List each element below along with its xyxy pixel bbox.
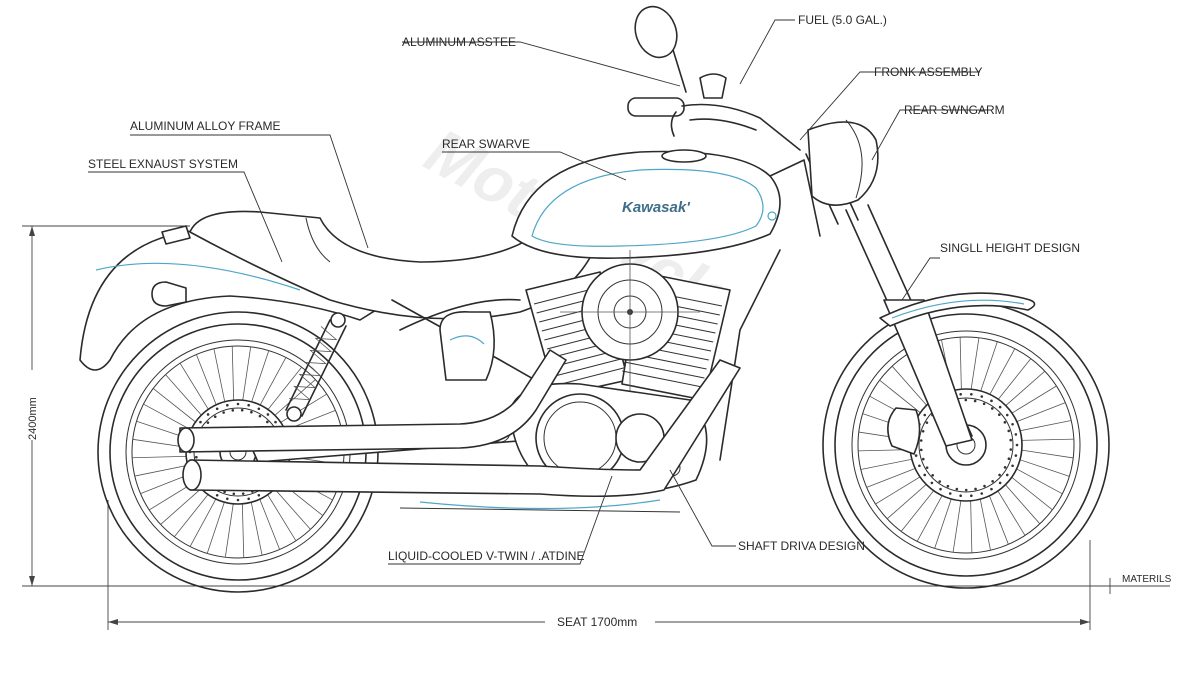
- rear-shock: [285, 312, 347, 422]
- label-rear-swngarm: REAR SWNGARM: [904, 103, 1005, 117]
- exhaust-system: [177, 349, 741, 513]
- label-aluminum-asstee: ALUMINUM ASSTEE: [402, 35, 516, 49]
- callout-leaders: [88, 19, 990, 565]
- label-shaft-drive: SHAFT DRIVA DESIGN: [738, 539, 865, 553]
- front-fork: [805, 149, 973, 447]
- seat-dimension: SEAT 1700mm: [107, 500, 1091, 630]
- height-dimension-label: 2400mm: [27, 397, 39, 440]
- headlight: [807, 119, 879, 206]
- handlebar: [627, 5, 801, 151]
- label-engine: LIQUID-COOLED V-TWIN / .ATDINE: [388, 549, 584, 563]
- height-dimension: 2400mm: [22, 225, 190, 587]
- seat-dimension-label: SEAT 1700mm: [557, 615, 637, 629]
- front-brake-caliper: [887, 407, 921, 455]
- front-wheel: [822, 301, 1110, 589]
- label-singl-height: SINGLL HEIGHT DESIGN: [940, 241, 1080, 255]
- label-steel-exhaust: STEEL EXNAUST SYSTEM: [88, 157, 238, 171]
- fuel-cap: [661, 149, 707, 163]
- label-aluminum-alloy-frame: ALUMINUM ALLOY FRAME: [130, 119, 280, 133]
- mirror: [634, 5, 678, 59]
- ground-line: [40, 578, 1170, 594]
- front-fender: [879, 292, 1036, 327]
- engine: [439, 250, 731, 496]
- label-fronk-assembly: FRONK ASSEMBLY: [874, 65, 982, 79]
- label-materials: MATERILS: [1122, 574, 1172, 585]
- fuel-tank: Kawasak': [511, 149, 781, 259]
- tail-light: [151, 281, 187, 307]
- label-fuel: FUEL (5.0 GAL.): [798, 13, 887, 27]
- label-rear-swarve: REAR SWARVE: [442, 137, 530, 151]
- brand-logo: Kawasak': [622, 199, 690, 216]
